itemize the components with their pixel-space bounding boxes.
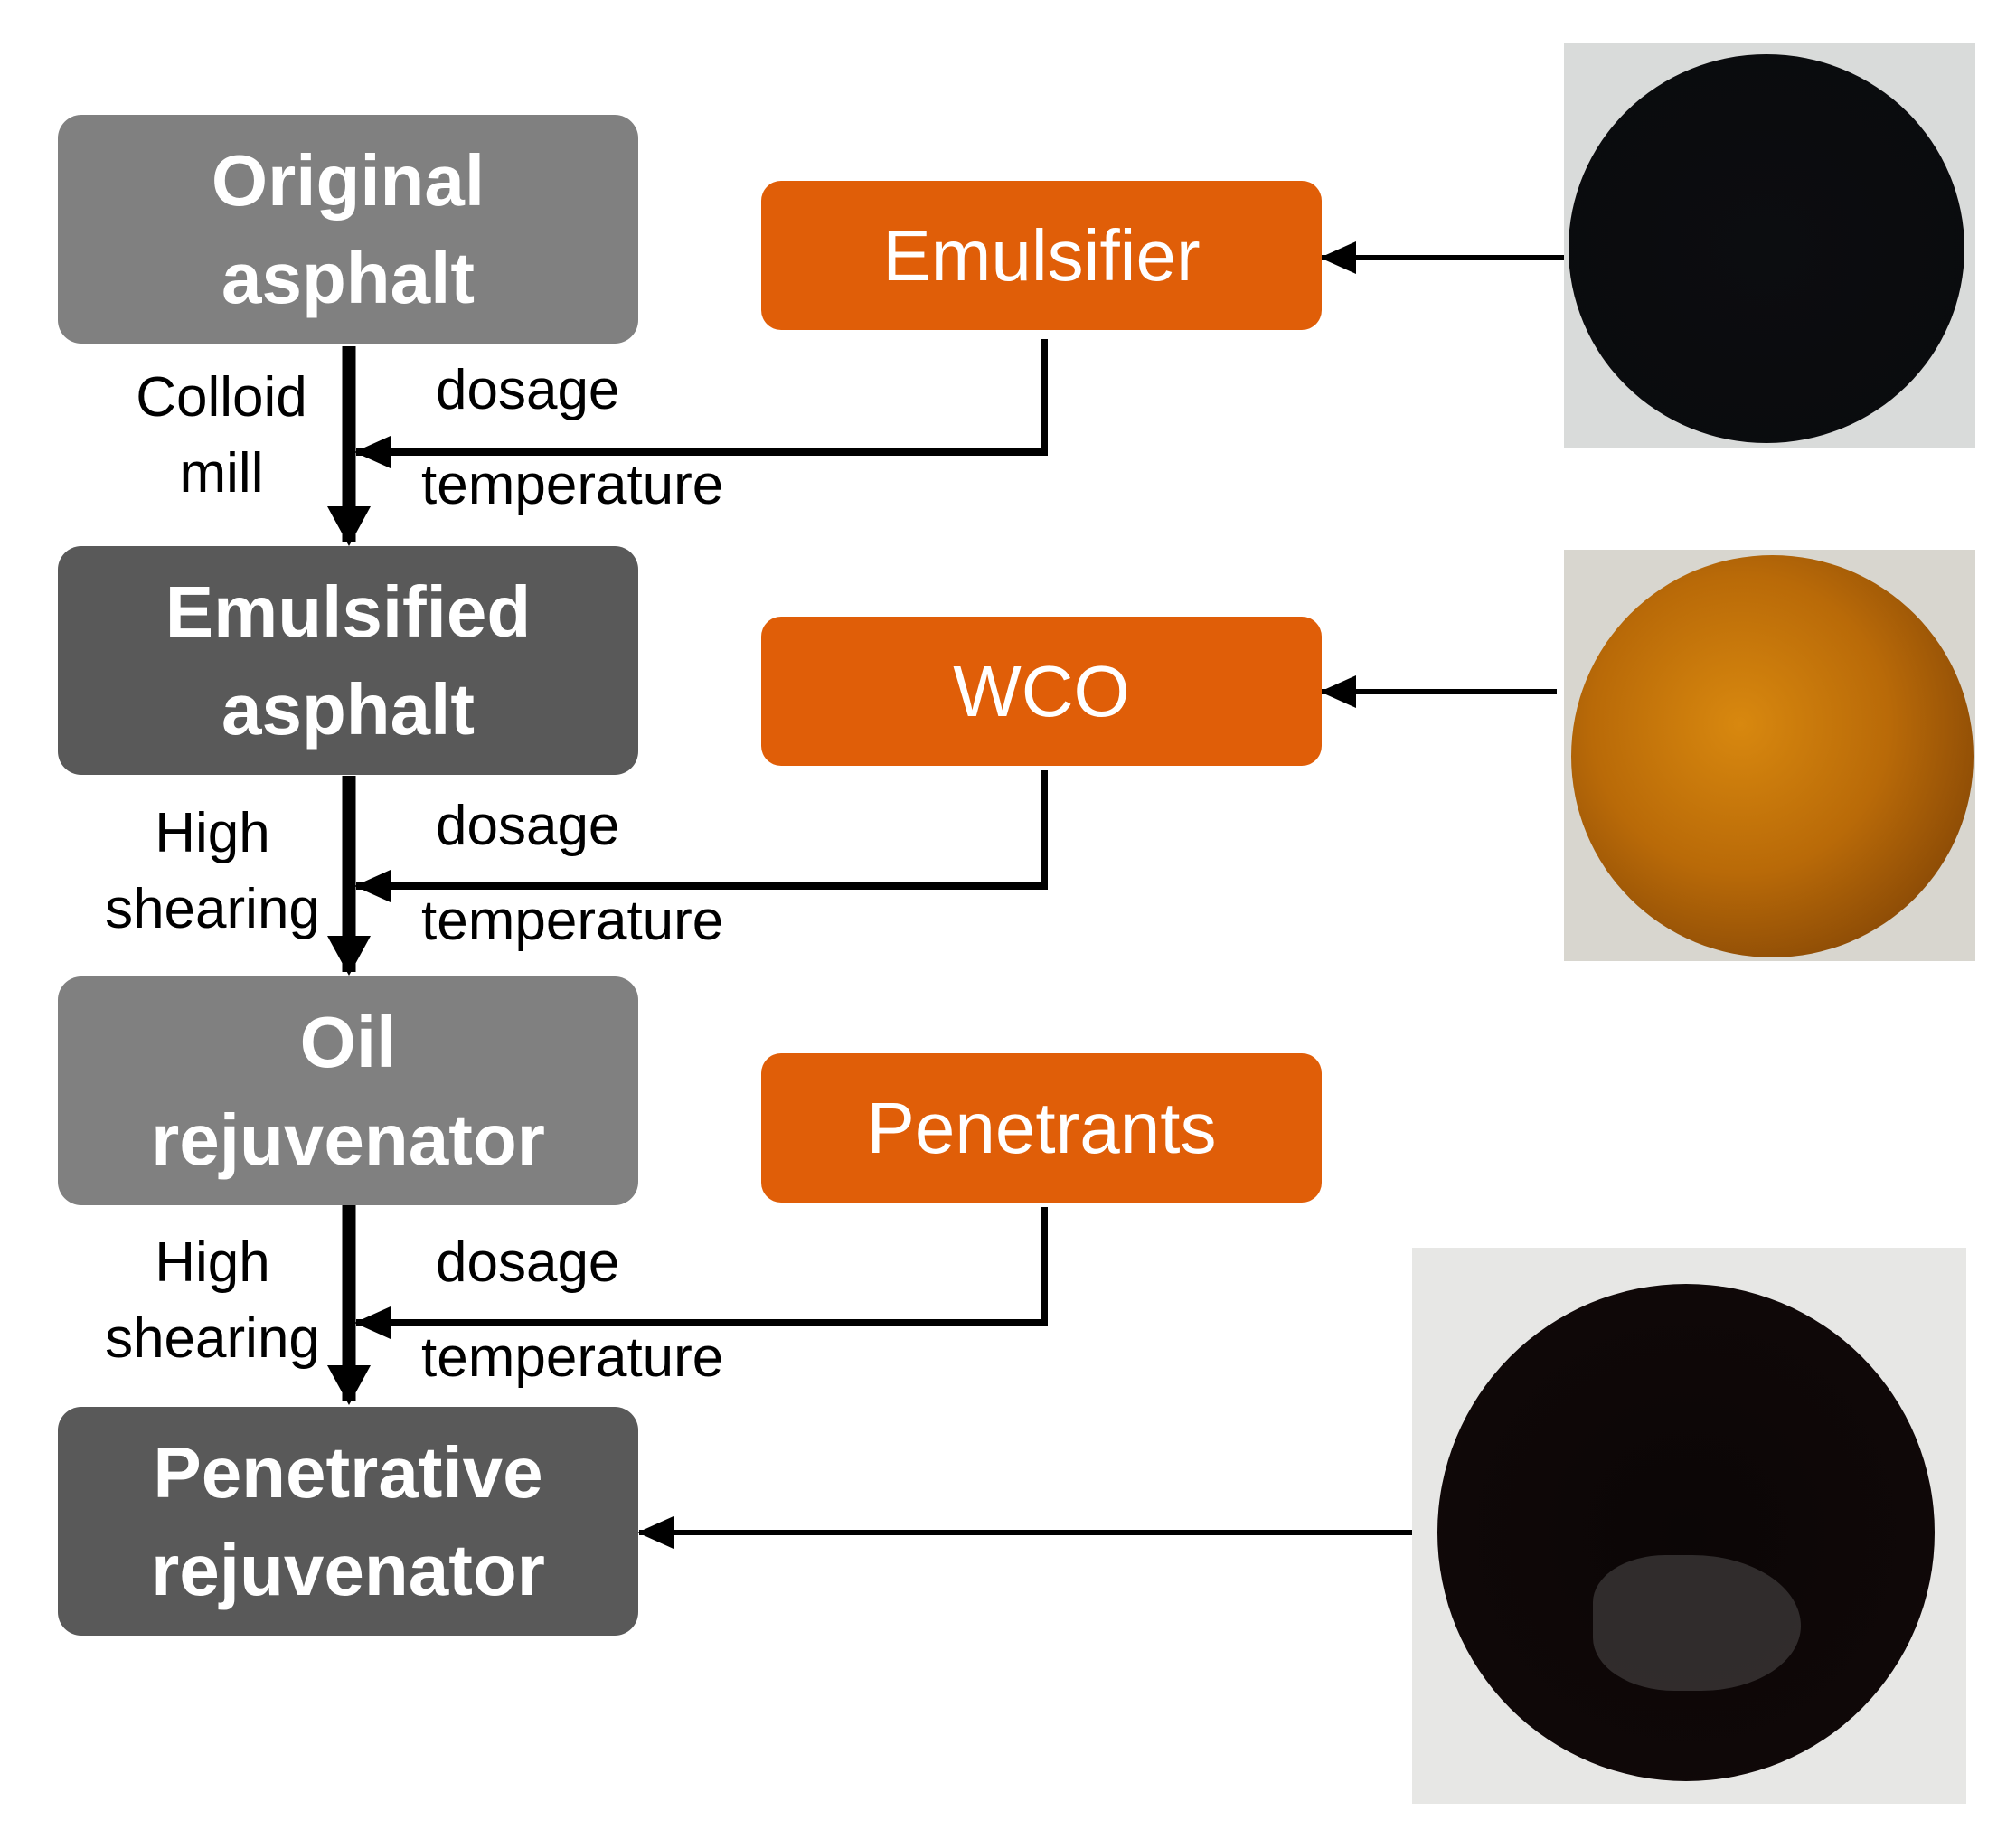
photo-product-sample	[1412, 1248, 1966, 1804]
box-original-asphalt-line1: Original	[212, 132, 485, 230]
photo-emulsifier-sample	[1564, 43, 1975, 448]
box-penetrative-rejuvenator-line1: Penetrative	[153, 1424, 542, 1522]
residue-patch-icon	[1593, 1555, 1801, 1691]
box-oil-rejuvenator-line1: Oil	[300, 994, 397, 1091]
param-temperature-3: temperature	[421, 1320, 723, 1396]
method-label-2-line1: High	[86, 796, 339, 872]
additive-wco: WCO	[761, 617, 1322, 766]
box-original-asphalt-line2: asphalt	[221, 230, 475, 327]
additive-wco-label: WCO	[953, 646, 1130, 737]
method-label-2: High shearing	[86, 796, 339, 948]
method-label-3: High shearing	[86, 1225, 339, 1377]
box-original-asphalt: Original asphalt	[58, 115, 638, 344]
petri-dish-product-icon	[1437, 1284, 1935, 1781]
param-dosage-3: dosage	[436, 1225, 619, 1301]
method-label-1-line1: Colloid	[118, 360, 325, 436]
petri-dish-oil-icon	[1571, 555, 1974, 957]
param-dosage-1: dosage	[436, 353, 619, 429]
additive-emulsifier: Emulsifier	[761, 181, 1322, 330]
method-label-1-line2: mill	[118, 436, 325, 512]
petri-dish-black-icon	[1569, 54, 1964, 443]
box-oil-rejuvenator: Oil rejuvenator	[58, 976, 638, 1205]
method-label-3-line2: shearing	[86, 1301, 339, 1377]
additive-emulsifier-label: Emulsifier	[882, 211, 1200, 301]
box-penetrative-rejuvenator: Penetrative rejuvenator	[58, 1407, 638, 1636]
method-label-3-line1: High	[86, 1225, 339, 1301]
method-label-2-line2: shearing	[86, 872, 339, 948]
box-emulsified-asphalt-line2: asphalt	[221, 661, 475, 759]
box-emulsified-asphalt-line1: Emulsified	[165, 563, 532, 661]
additive-penetrants: Penetrants	[761, 1053, 1322, 1203]
photo-wco-sample	[1564, 550, 1975, 961]
param-temperature-1: temperature	[421, 448, 723, 524]
box-penetrative-rejuvenator-line2: rejuvenator	[151, 1522, 545, 1619]
method-label-1: Colloid mill	[118, 360, 325, 512]
param-dosage-2: dosage	[436, 788, 619, 864]
box-emulsified-asphalt: Emulsified asphalt	[58, 546, 638, 775]
param-temperature-2: temperature	[421, 883, 723, 959]
additive-penetrants-label: Penetrants	[867, 1083, 1217, 1174]
box-oil-rejuvenator-line2: rejuvenator	[151, 1091, 545, 1189]
